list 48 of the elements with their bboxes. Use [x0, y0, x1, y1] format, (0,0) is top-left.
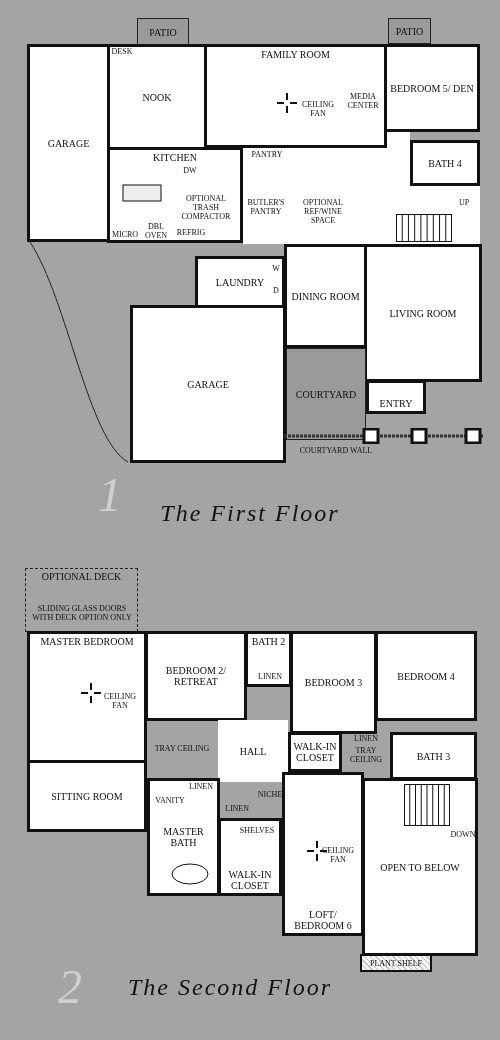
bathroom: BATH 3: [390, 732, 477, 780]
appliance-label: W: [271, 264, 281, 273]
hallway: HALL: [218, 720, 288, 782]
patio: PATIO: [137, 18, 189, 46]
garage: GARAGE: [27, 44, 110, 242]
courtyard: COURTYARD: [286, 348, 366, 440]
fixture-label: CEILING FAN: [103, 692, 137, 710]
ceiling-label: TRAY CEILING: [349, 746, 383, 764]
room: DINING ROOM: [284, 244, 367, 348]
fixture-label: OPTIONAL TRASH COMPACTOR: [180, 194, 232, 221]
stair-label: UP: [457, 198, 471, 207]
fixture-label: OPTIONAL REF/WINE SPACE: [302, 198, 344, 225]
appliance-label: D: [272, 286, 280, 295]
room: BEDROOM 3: [290, 631, 377, 734]
plant-shelf: PLANT SHELF: [360, 954, 432, 972]
room: BEDROOM 4: [375, 631, 477, 721]
appliance-label: REFRIG: [175, 228, 207, 237]
fixture-label: CEILING FAN: [321, 846, 355, 864]
closet-label: LINEN: [353, 734, 379, 743]
floor-caption: The Second Floor: [127, 974, 333, 1001]
note-text: SLIDING GLASS DOORS WITH DECK OPTION ONLY: [31, 604, 133, 622]
bathroom: BATH 4: [410, 140, 480, 186]
shelf-label: SHELVES: [238, 826, 276, 835]
appliance-label: DBL OVEN: [143, 222, 169, 240]
fixture-label: DESK: [110, 47, 134, 56]
ceiling-label: TRAY CEILING: [153, 744, 211, 753]
room: LIVING ROOM: [364, 244, 482, 382]
closet-label: LINEN: [257, 672, 283, 681]
room-label: PANTRY: [250, 150, 284, 159]
floor-caption: The First Floor: [159, 500, 341, 527]
appliance-label: DW: [182, 166, 198, 175]
fixture-label: VANITY: [154, 796, 186, 805]
niche-label: NICHE: [256, 790, 284, 799]
room: SITTING ROOM: [27, 760, 147, 832]
room: BEDROOM 5/ DEN: [384, 44, 480, 132]
wall-label: COURTYARD WALL: [298, 446, 374, 455]
stair-label: DOWN: [449, 830, 477, 839]
appliance-label: MICRO: [110, 230, 140, 239]
patio: PATIO: [388, 18, 431, 44]
entry: ENTRY: [366, 380, 426, 414]
closet-label: LINEN: [188, 782, 214, 791]
room-label: BUTLER'S PANTRY: [246, 198, 286, 216]
room: BEDROOM 2/ RETREAT: [145, 631, 247, 721]
closet: WALK-IN CLOSET: [288, 732, 342, 772]
fixture-label: MEDIA CENTER: [346, 92, 380, 110]
closet-label: LINEN: [224, 804, 250, 813]
fixture-label: CEILING FAN: [301, 100, 335, 118]
garage: GARAGE: [130, 305, 286, 463]
